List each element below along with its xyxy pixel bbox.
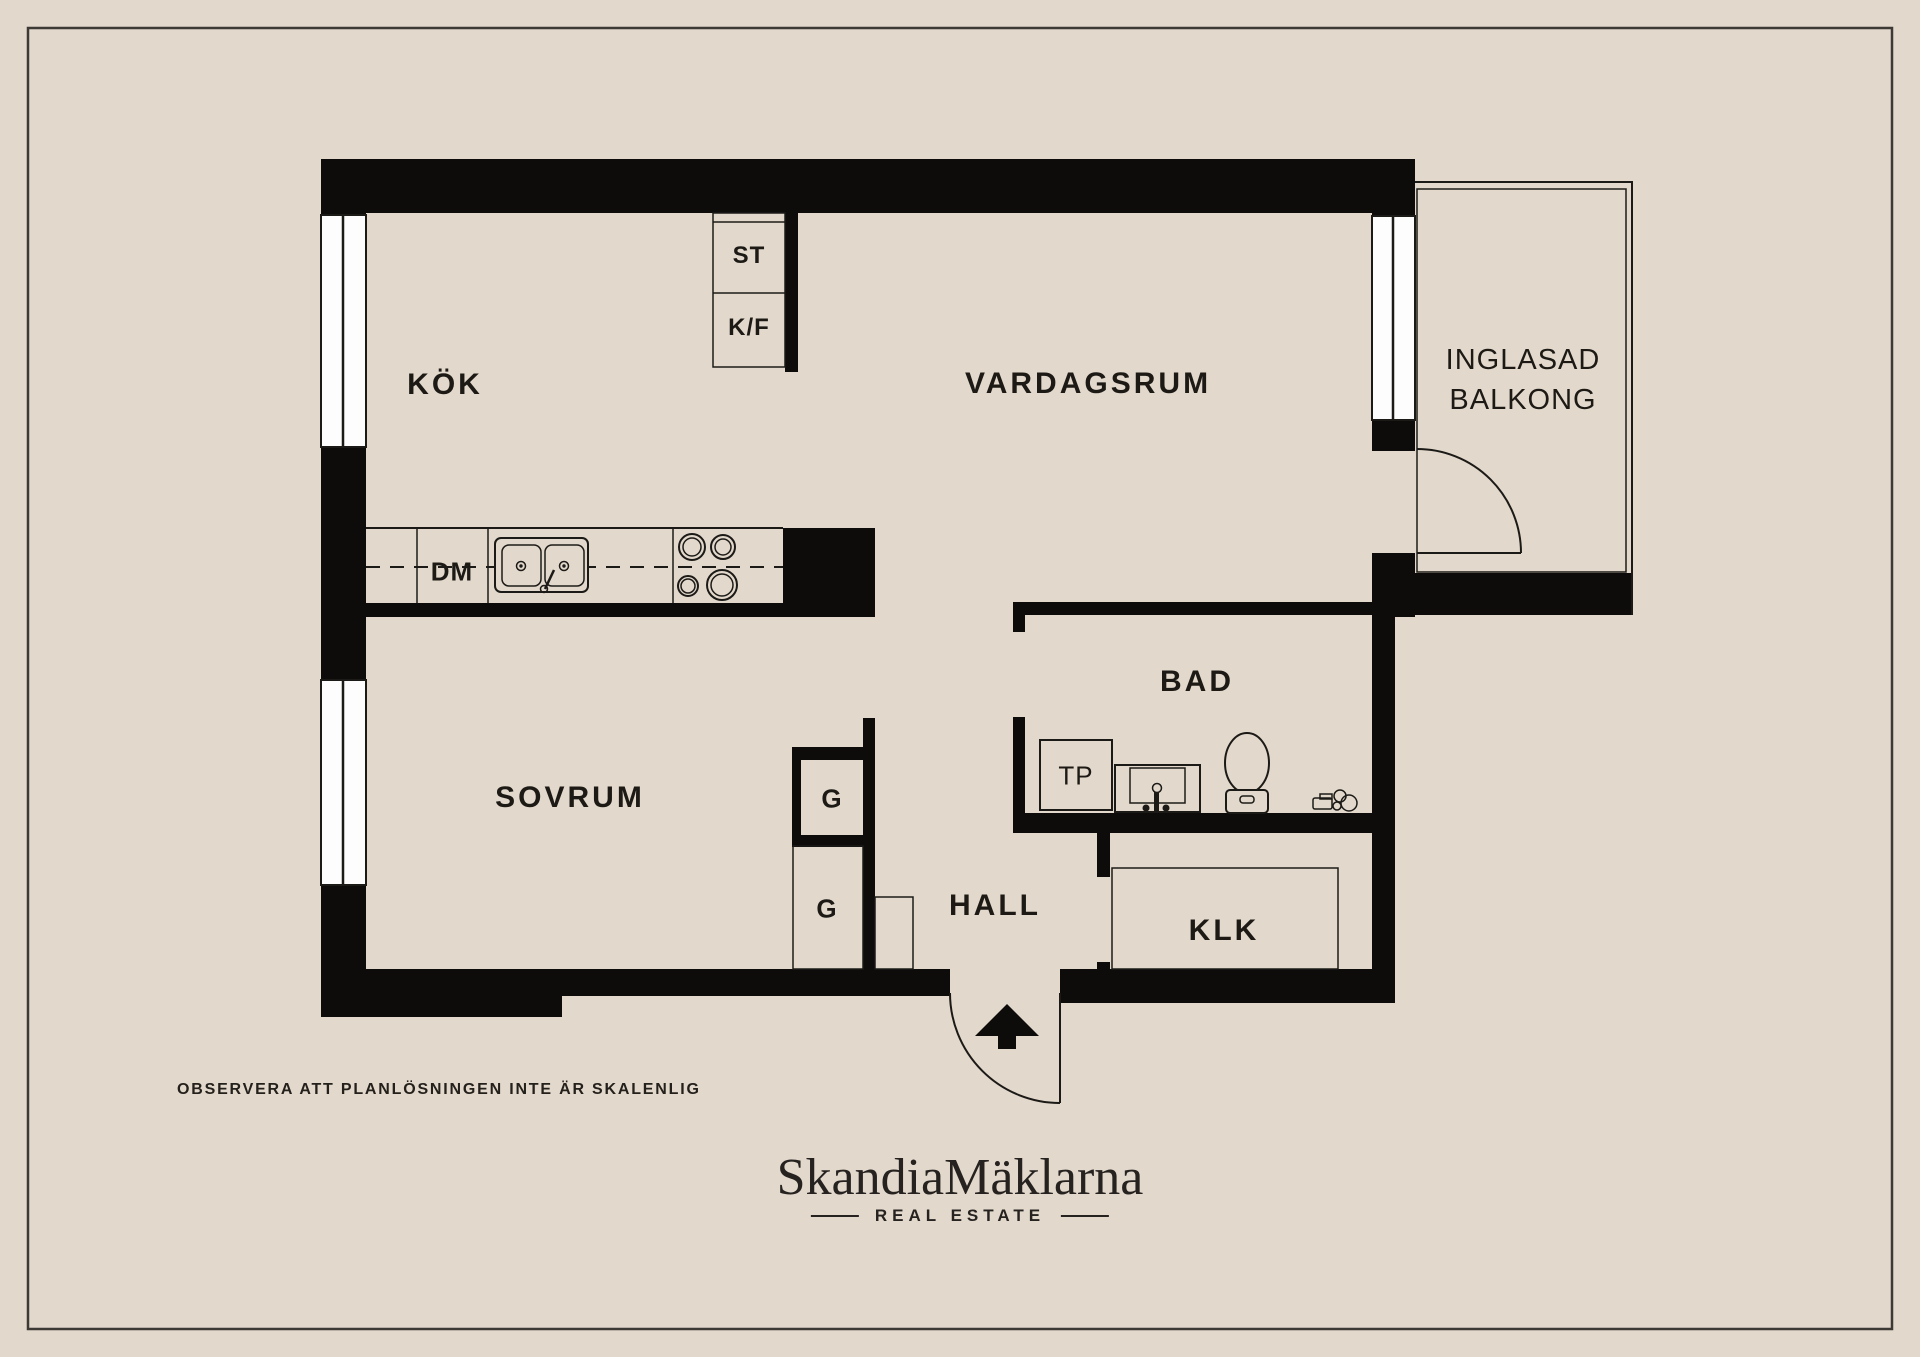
brand-tagline-row: REAL ESTATE: [810, 1206, 1110, 1226]
label-wardrobe-lower: G: [816, 893, 838, 924]
washer-tower-outline: [1039, 739, 1113, 811]
entry-door-arc: [949, 992, 1061, 1104]
bathroom-fixtures: [1114, 732, 1358, 814]
tagline-left-dash: [810, 1215, 859, 1217]
room-label-bedroom: SOVRUM: [495, 781, 645, 814]
klk-closet-outline: [1111, 867, 1339, 970]
shower-mixer-icon: [1312, 789, 1358, 812]
stove-burners-icon: [677, 533, 738, 601]
tagline-right-dash: [1061, 1215, 1110, 1217]
entry-door: [949, 992, 1061, 1104]
room-label-living: VARDAGSRUM: [964, 367, 1212, 400]
room-label-hall: HALL: [949, 889, 1041, 922]
cabinet-st-kf: [712, 212, 786, 368]
toilet-icon: [1224, 732, 1270, 814]
brand-tagline: REAL ESTATE: [874, 1206, 1046, 1225]
label-dishwasher: DM: [430, 556, 474, 587]
page-frame: [26, 26, 1894, 1331]
brand-logo-text: SkandiaMäklarna: [776, 1149, 1144, 1206]
label-fridge-freezer: K/F: [728, 314, 770, 341]
furniture-outlines: [792, 739, 1339, 970]
room-label-closet: KLK: [1188, 914, 1260, 947]
label-wardrobe-upper: G: [821, 783, 843, 814]
room-label-balcony: INGLASAD BALKONG: [1446, 340, 1601, 420]
bathroom-sink: [1114, 764, 1201, 813]
balcony-door-arc: [1416, 448, 1522, 554]
label-washer-tower: TP: [1058, 760, 1094, 791]
entrance-arrow-icon: [975, 1004, 1039, 1049]
balcony-door: [1416, 448, 1522, 554]
balcony-label-line1: INGLASAD: [1445, 344, 1601, 376]
room-label-bathroom: BAD: [1160, 665, 1234, 698]
wardrobe-lower-outline: [792, 845, 864, 970]
kitchen-sink: [494, 537, 589, 594]
windows: [320, 214, 1416, 886]
label-storage-cabinet: ST: [732, 242, 766, 269]
kitchen-counter: [366, 527, 783, 603]
walls: [321, 159, 1632, 1017]
room-label-kitchen: KÖK: [407, 368, 483, 401]
balcony-glazing: [1415, 181, 1633, 615]
scale-disclaimer-note: OBSERVERA ATT PLANLÖSNINGEN INTE ÄR SKAL…: [177, 1081, 701, 1098]
balcony-label-line2: BALKONG: [1449, 384, 1597, 416]
hall-cabinet-outline: [874, 896, 914, 970]
